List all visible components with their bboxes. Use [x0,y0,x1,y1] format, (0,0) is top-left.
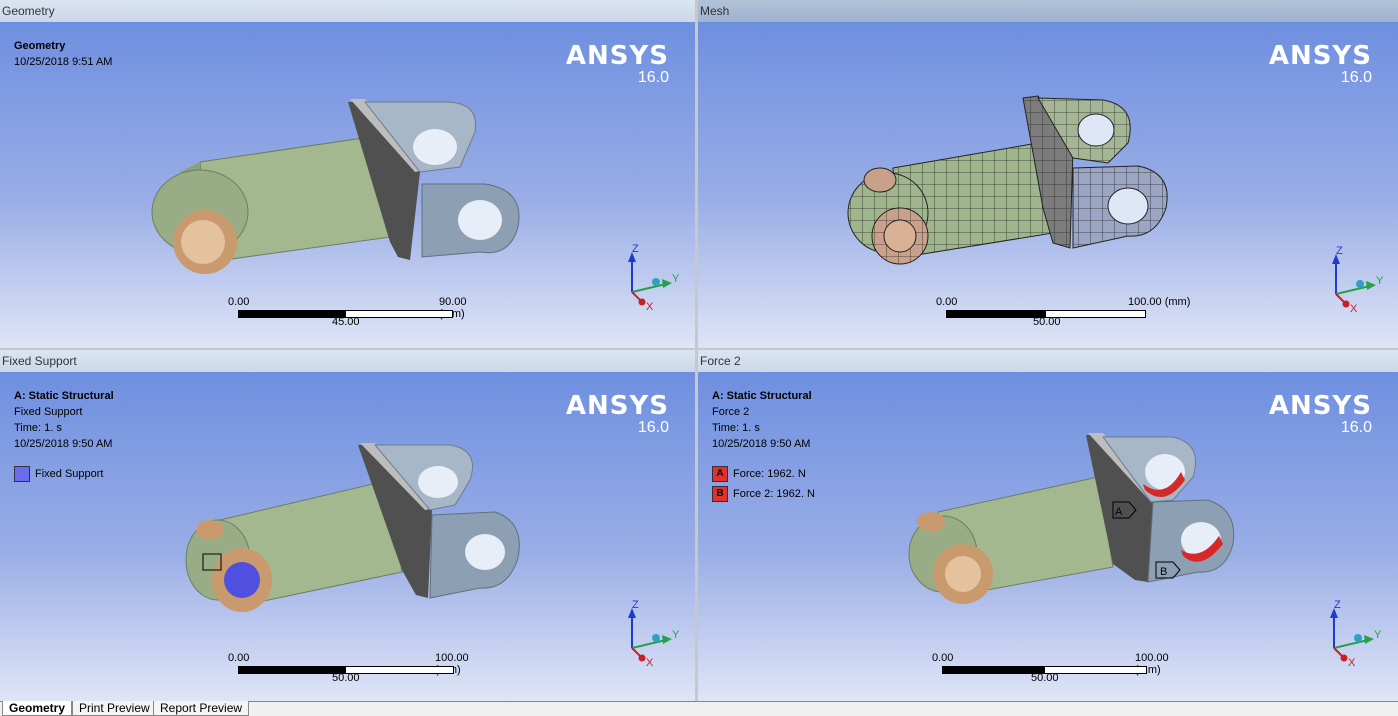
scale-bar: 0.00 90.00 (mm) 45.00 [228,296,488,340]
graphics-viewport[interactable]: A: Static Structural Fixed Support Time:… [0,372,695,701]
mesh-pane[interactable]: Mesh ANSYS 16.0 [698,0,1398,348]
scale-mid-label: 45.00 [332,316,360,328]
pane-title: Geometry [0,0,695,22]
graphics-viewport[interactable]: ANSYS 16.0 [698,22,1398,348]
scale-start-label: 0.00 [228,296,250,308]
brand-version: 16.0 [637,69,669,86]
scale-bar: 0.00 100.00 (mm) 50.00 [932,652,1192,696]
scale-mid-label: 50.00 [332,672,360,684]
axis-z-label: Z [632,600,639,611]
scale-start-label: 0.00 [228,652,250,664]
annotation-time: Time: 1. s [14,422,62,434]
legend-marker-a: A [712,466,728,482]
axis-triad[interactable]: Z Y X [618,600,688,670]
geometry-pane[interactable]: Geometry Geometry 10/25/2018 9:51 AM ANS… [0,0,695,348]
brand-version: 16.0 [1340,69,1372,86]
pane-title: Fixed Support [0,350,695,372]
scale-end-label: 100.00 (mm) [1128,296,1191,308]
viewport-grid: Geometry Geometry 10/25/2018 9:51 AM ANS… [0,0,1398,701]
callout-b-label: B [1160,566,1167,578]
annotation-block: A: Static Structural Force 2 Time: 1. s … [712,388,812,452]
annotation-block: Geometry 10/25/2018 9:51 AM [14,38,112,70]
graphics-viewport[interactable]: Geometry 10/25/2018 9:51 AM ANSYS 16.0 [0,22,695,348]
scale-bar-graphic [238,666,454,674]
tab-geometry[interactable]: Geometry [2,701,73,716]
brand-version: 16.0 [1340,419,1372,436]
scale-mid-label: 50.00 [1031,672,1059,684]
legend-marker-b: B [712,486,728,502]
axis-x-label: X [646,301,654,313]
scale-bar-graphic [946,310,1146,318]
bracket-model[interactable] [140,92,540,292]
graphics-viewport[interactable]: A: Static Structural Force 2 Time: 1. s … [698,372,1398,701]
annotation-date: 10/25/2018 9:50 AM [712,438,811,450]
annotation-object: Force 2 [712,406,750,418]
axis-x-label: X [1350,303,1358,315]
axis-z-label: Z [632,244,639,255]
axis-x-label: X [646,657,654,669]
scale-mid-label: 50.00 [1033,316,1061,328]
scale-start-label: 0.00 [936,296,958,308]
legend-label: Force 2: 1962. N [733,488,815,500]
scale-bar: 0.00 100.00 (mm) 50.00 [228,652,488,696]
legend-item-fixed-support: Fixed Support [14,466,103,482]
tab-print-preview[interactable]: Print Preview [72,701,157,716]
pane-title: Mesh [698,0,1398,22]
annotation-title: A: Static Structural [14,390,114,402]
annotation-title: Geometry [14,40,66,52]
axis-x-label: X [1348,657,1356,669]
ansys-logo: ANSYS 16.0 [566,392,669,436]
annotation-date: 10/25/2018 9:51 AM [14,56,113,68]
annotation-title: A: Static Structural [712,390,812,402]
axis-y-label: Y [1374,629,1382,641]
callout-a-label: A [1115,506,1123,518]
scale-bar: 0.00 100.00 (mm) 50.00 [936,296,1196,340]
scale-start-label: 0.00 [932,652,954,664]
legend-swatch [14,466,30,482]
scale-bar-graphic [238,310,453,318]
ansys-logo: ANSYS 16.0 [566,42,669,86]
ansys-logo: ANSYS 16.0 [1269,392,1372,436]
axis-triad[interactable]: Z Y X [618,244,688,314]
tab-report-preview[interactable]: Report Preview [153,701,250,716]
brand-name: ANSYS [1268,41,1372,71]
brand-name: ANSYS [1268,391,1372,421]
brand-name: ANSYS [565,41,669,71]
axis-z-label: Z [1336,246,1343,257]
meshed-bracket-model[interactable] [838,88,1198,288]
force2-pane[interactable]: Force 2 A: Static Structural Force 2 Tim… [698,350,1398,701]
scale-bar-graphic [942,666,1147,674]
bracket-model[interactable]: A B [903,432,1263,622]
axis-y-label: Y [672,629,680,641]
annotation-time: Time: 1. s [712,422,760,434]
axis-z-label: Z [1334,600,1341,611]
axis-y-label: Y [1376,275,1384,287]
legend-label: Force: 1962. N [733,468,806,480]
brand-name: ANSYS [565,391,669,421]
annotation-object: Fixed Support [14,406,83,418]
brand-version: 16.0 [637,419,669,436]
legend-label: Fixed Support [35,468,104,480]
legend-item-force-a: A Force: 1962. N [712,466,806,482]
axis-triad[interactable]: Z Y X [1322,246,1392,316]
pane-title: Force 2 [698,350,1398,372]
bracket-model[interactable] [180,440,540,630]
axis-y-label: Y [672,273,680,285]
legend-item-force-b: B Force 2: 1962. N [712,486,815,502]
axis-triad[interactable]: Z Y X [1320,600,1390,670]
ansys-logo: ANSYS 16.0 [1269,42,1372,86]
fixed-support-pane[interactable]: Fixed Support A: Static Structural Fixed… [0,350,695,701]
annotation-block: A: Static Structural Fixed Support Time:… [14,388,114,452]
view-tab-strip: Geometry Print Preview Report Preview [0,701,1398,716]
annotation-date: 10/25/2018 9:50 AM [14,438,113,450]
